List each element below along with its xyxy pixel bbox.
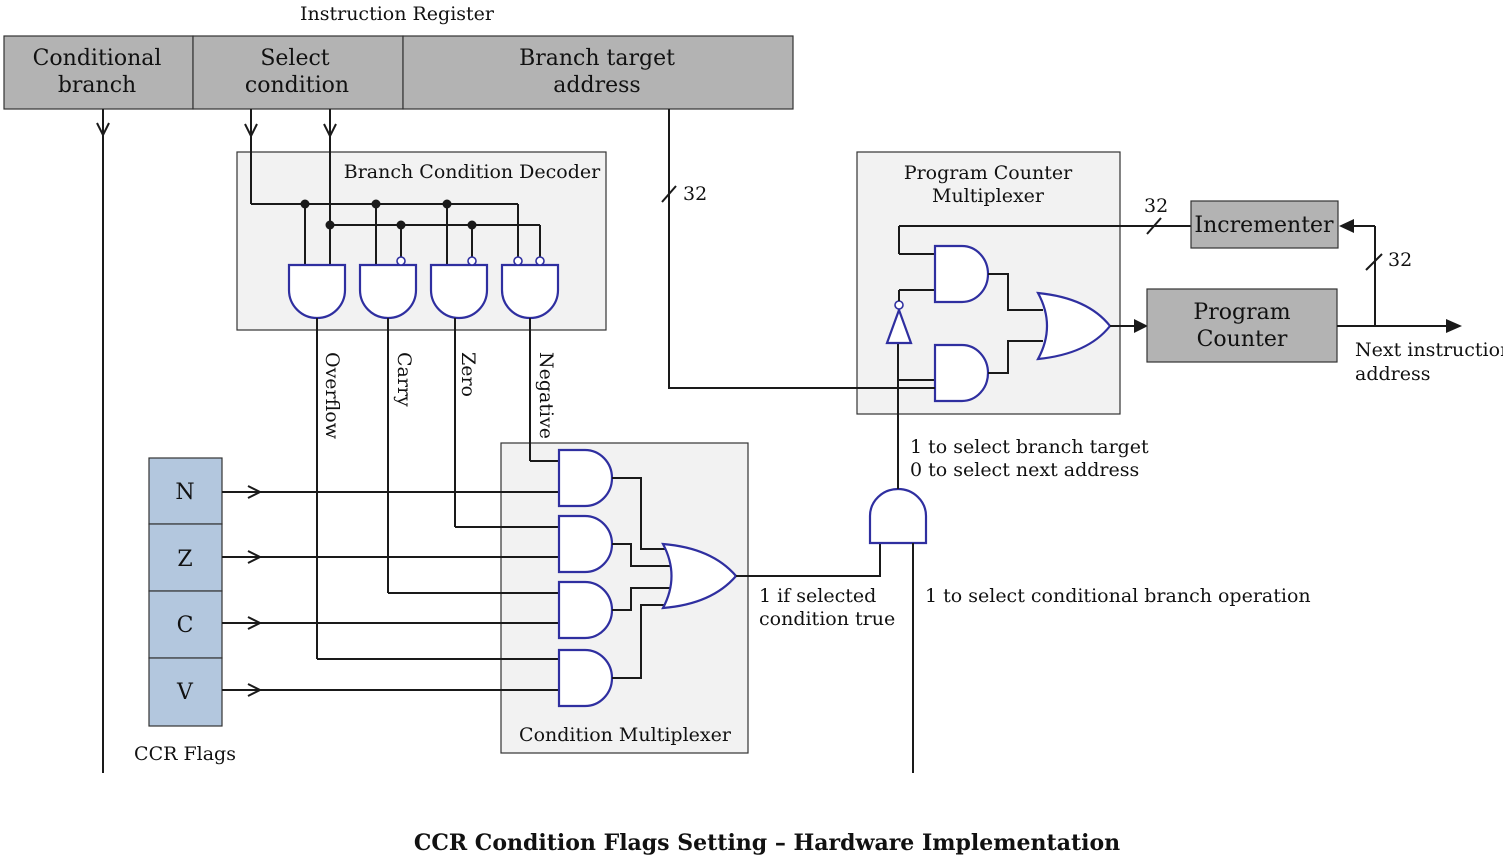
arrow-left-icon (1339, 219, 1354, 233)
arrow-right-icon (247, 683, 263, 697)
incrementer-block (1190, 200, 1339, 249)
decoder-output-negative: Negative (535, 352, 557, 439)
flag-cell-c (148, 590, 223, 659)
mux-and-gate-carry (557, 580, 614, 640)
ir-field-label: Branch target (519, 46, 675, 71)
flag-label: N (175, 480, 194, 505)
flag-label: Z (177, 547, 192, 572)
decoder-output-zero: Zero (457, 352, 479, 397)
ir-field-label: Select (260, 46, 329, 71)
bus-width-label: 32 (1388, 249, 1412, 271)
program-counter-block (1146, 288, 1338, 363)
ir-field-branch-target (402, 35, 794, 110)
arrow-down-icon (244, 123, 258, 139)
flag-cell-n (148, 457, 223, 525)
decoder-and-gate-negative (500, 256, 560, 320)
program-counter-label: Counter (1197, 327, 1288, 352)
decoder-and-gate-carry (358, 256, 418, 320)
decoder-and-gate-zero (429, 256, 489, 320)
ir-field-label: address (553, 73, 640, 98)
next-address-label: address (1355, 363, 1430, 385)
decoder-output-carry: Carry (393, 352, 415, 407)
arrow-right-icon (1446, 319, 1462, 333)
instruction-register: Conditional branch Select condition Bran… (3, 35, 794, 110)
ir-field-label: condition (245, 73, 349, 98)
program-counter-label: Program (1193, 300, 1290, 325)
figure-caption: CCR Condition Flags Setting – Hardware I… (414, 830, 1120, 856)
arrow-right-icon (247, 485, 263, 499)
condition-true-label: condition true (759, 608, 895, 630)
branch-enable-and-gate (868, 487, 928, 545)
decoder-output-overflow: Overflow (321, 352, 343, 440)
pc-multiplexer-title: Multiplexer (932, 185, 1045, 207)
inverter-gate (885, 306, 913, 345)
mux-and-gate-zero (557, 514, 614, 574)
next-address-label: Next instruction (1355, 339, 1503, 361)
flag-label: C (177, 613, 194, 638)
condition-true-label: 1 if selected (759, 585, 876, 607)
branch-condition-decoder-title: Branch Condition Decoder (344, 161, 601, 183)
arrow-down-icon (323, 123, 337, 139)
arrow-right-icon (247, 550, 263, 564)
select-branch-label: 0 to select next address (910, 459, 1139, 481)
arrow-right-icon (247, 616, 263, 630)
ir-field-label: Conditional (33, 46, 162, 71)
branch-target-bus (668, 109, 935, 389)
ccr-flags-title: CCR Flags (134, 743, 236, 765)
decoder-and-gate-overflow (287, 263, 347, 320)
arrow-down-icon (96, 122, 110, 138)
arrow-right-icon (1134, 319, 1148, 333)
condition-multiplexer-panel (500, 442, 749, 754)
pc-multiplexer-title: Program Counter (904, 162, 1073, 184)
pcmux-or-gate (1036, 291, 1112, 361)
flag-cell-v (148, 657, 223, 727)
bus-width-label: 32 (1144, 195, 1168, 217)
conditional-branch-op-label: 1 to select conditional branch operation (925, 585, 1311, 607)
mux-and-gate-negative (557, 448, 614, 508)
pcmux-and-gate-next (933, 244, 990, 304)
incrementer-label: Incrementer (1194, 213, 1334, 238)
ccr-flags-register: N Z C V (148, 457, 223, 727)
ir-field-select-condition (192, 35, 404, 110)
mux-or-gate (661, 542, 738, 610)
bus-width-label: 32 (683, 183, 707, 205)
instruction-register-title: Instruction Register (300, 3, 495, 25)
ir-field-label: branch (58, 73, 136, 98)
condition-multiplexer-title: Condition Multiplexer (519, 724, 732, 746)
pcmux-and-gate-branch (933, 343, 990, 403)
ir-field-conditional-branch (3, 35, 194, 110)
flag-label: V (176, 680, 194, 705)
select-branch-label: 1 to select branch target (910, 436, 1149, 458)
mux-and-gate-overflow (557, 648, 614, 708)
